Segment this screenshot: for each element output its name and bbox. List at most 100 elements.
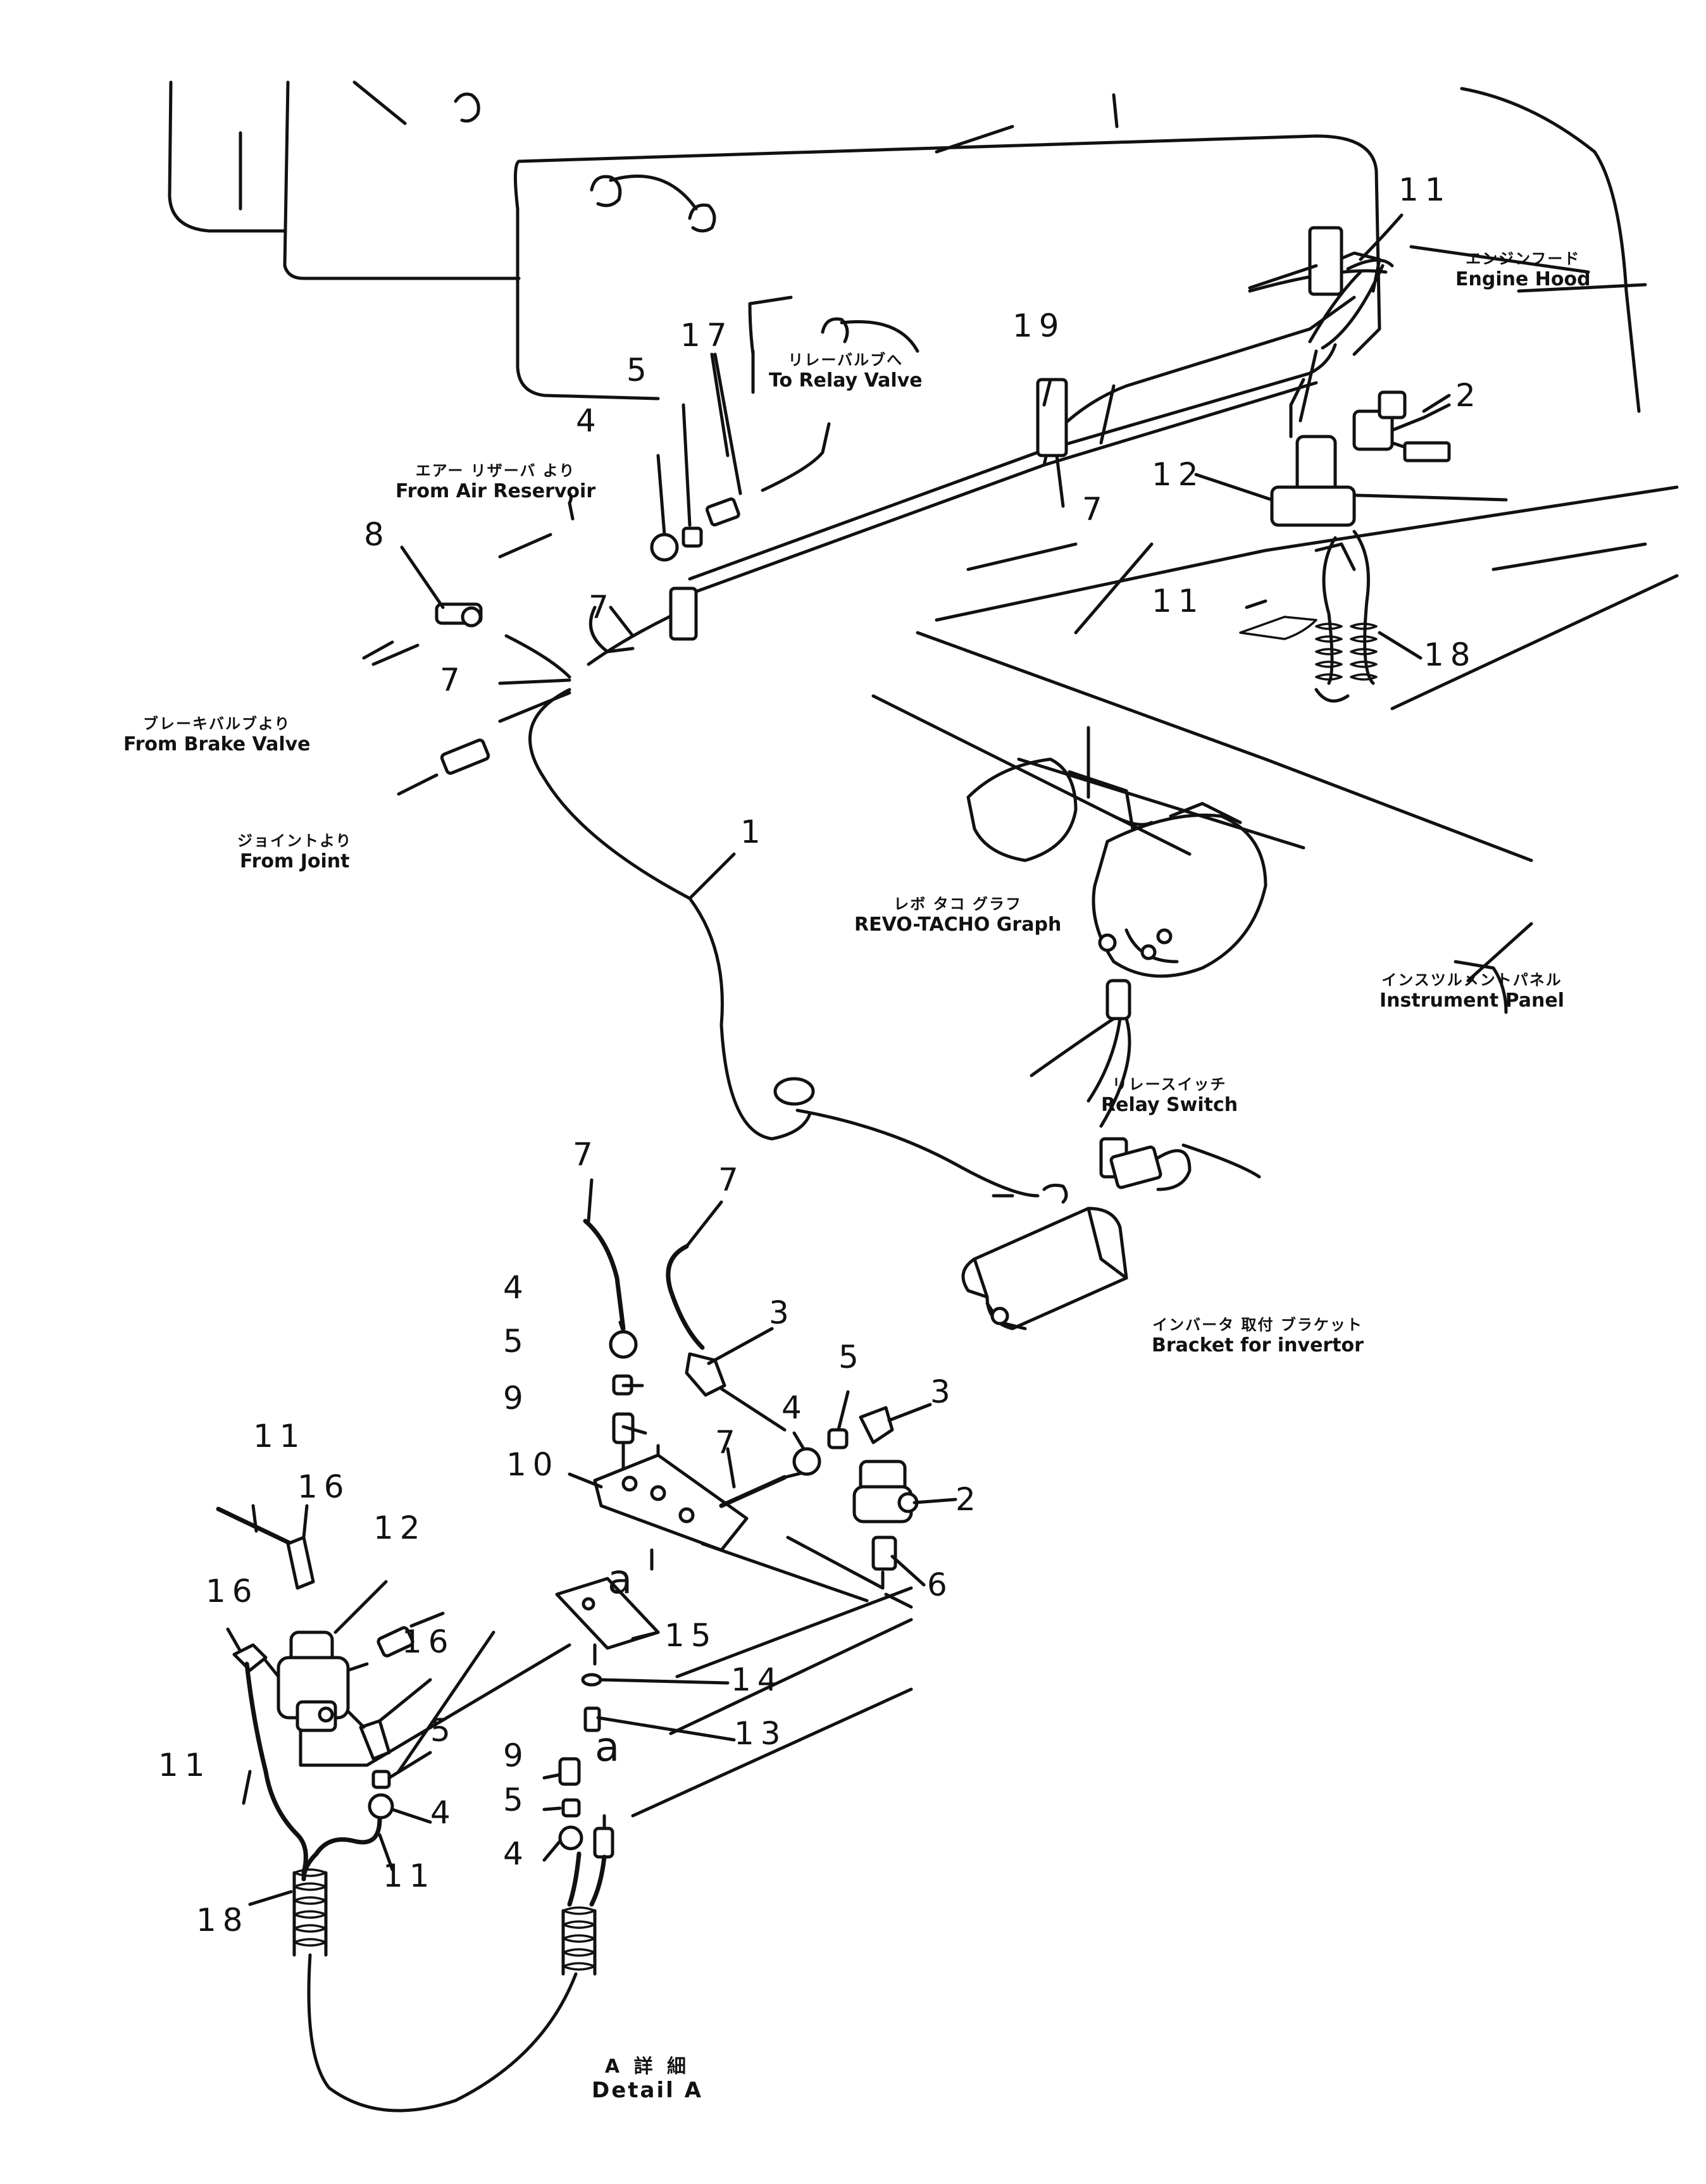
callout-8: 8 <box>364 516 390 553</box>
callout-4-d3: 4 <box>430 1794 457 1831</box>
callout-16-d3: 16 <box>402 1623 455 1660</box>
detail-hose-7a <box>583 1219 626 1331</box>
relay-switch <box>1099 1137 1261 1191</box>
label-revo-tacho-jp: レボ タコ グラフ <box>893 895 1023 913</box>
cab-outline <box>168 80 521 280</box>
callout-7-top: 7 <box>1082 491 1109 528</box>
label-relay-switch: リレースイッチ Relay Switch <box>1101 1076 1238 1117</box>
hood-fold <box>1239 616 1317 640</box>
callout-3-d2: 3 <box>930 1374 957 1410</box>
detail-elbow-3a <box>685 1352 726 1397</box>
callout-18-top: 18 <box>1424 636 1477 673</box>
coiled-hose-18-top <box>1314 623 1378 703</box>
detail-nut-4a <box>609 1330 638 1359</box>
clip-19 <box>1036 378 1068 457</box>
detail-hose-11b <box>244 1661 308 1875</box>
detail-valve-2 <box>852 1460 919 1523</box>
callout-12-detail: 12 <box>373 1510 426 1546</box>
callout-11-d3: 11 <box>383 1858 436 1894</box>
callout-18-detail: 18 <box>196 1902 249 1939</box>
callout-15: 15 <box>664 1617 718 1654</box>
label-invertor-bracket-en: Bracket for invertor <box>1152 1334 1364 1356</box>
callout-10: 10 <box>506 1446 559 1483</box>
detail-nut-4c <box>368 1793 394 1820</box>
label-relay-valve-en: To Relay Valve <box>769 369 923 392</box>
callout-11-d1: 11 <box>253 1418 306 1455</box>
label-air-reservoir-jp: エアー リザーバ より <box>415 462 576 480</box>
callout-a-bottom: a <box>595 1724 626 1771</box>
label-relay-valve: リレーバルブへ To Relay Valve <box>769 351 923 392</box>
detail-elbow-16a <box>286 1536 315 1590</box>
detail-sleeve-5b <box>827 1428 849 1449</box>
detail-hose-7b <box>666 1244 705 1350</box>
detail-washer-14 <box>581 1673 602 1687</box>
clip-hood <box>1308 226 1343 296</box>
panel-edge <box>1454 960 1508 1014</box>
revo-tacho-graph <box>966 726 1267 1128</box>
callout-1: 1 <box>740 814 767 850</box>
detail-leader-12 <box>365 1643 571 1767</box>
detail-leader-15 <box>397 1630 495 1773</box>
sleeve-5-top <box>682 526 703 548</box>
callout-19: 19 <box>1012 307 1066 344</box>
label-relay-valve-jp: リレーバルブへ <box>788 351 904 369</box>
tee-8 <box>362 602 483 666</box>
detail-sleeve-5c <box>371 1770 391 1789</box>
detail-leader-6 <box>786 1536 885 1590</box>
detail-16c-link <box>346 1709 366 1729</box>
label-brake-valve-en: From Brake Valve <box>123 733 311 755</box>
detail-leader-14 <box>675 1586 913 1678</box>
callout-3-d1: 3 <box>769 1294 795 1331</box>
callout-11-mid: 11 <box>1152 583 1205 619</box>
detail-bracket-hole <box>582 1597 595 1611</box>
callout-4-d2: 4 <box>781 1389 808 1426</box>
tube-air-res-end <box>568 492 575 521</box>
label-joint-en: From Joint <box>240 850 350 872</box>
detail-16b-link <box>264 1659 280 1678</box>
label-revo-tacho-en: REVO-TACHO Graph <box>854 913 1062 936</box>
detail-plate-hole3 <box>678 1507 695 1523</box>
clip-left <box>669 586 698 641</box>
label-invertor-bracket-jp: インバータ 取付 ブラケット <box>1152 1316 1363 1334</box>
solenoid-valve-12-top <box>1270 378 1451 685</box>
detail-leader-13 <box>669 1618 913 1735</box>
tube-bundle <box>587 251 1394 666</box>
callout-2-top: 2 <box>1455 377 1482 414</box>
detail-right-stack <box>558 1757 614 1907</box>
label-instrument-panel-jp: インスツルメントパネル <box>1381 971 1562 989</box>
callout-4-top: 4 <box>576 402 602 439</box>
label-detail-a: A 詳 細 Detail A <box>592 2056 703 2103</box>
fuel-tank-outline <box>513 87 1679 862</box>
nut-4-top <box>650 533 679 562</box>
callout-13: 13 <box>734 1715 787 1752</box>
label-brake-valve: ブレーキバルブより From Brake Valve <box>123 715 311 756</box>
detail-3a-leader <box>719 1387 787 1432</box>
label-invertor-bracket: インバータ 取付 ブラケット Bracket for invertor <box>1152 1316 1364 1357</box>
callout-5-top: 5 <box>626 352 653 388</box>
label-relay-switch-jp: リレースイッチ <box>1112 1076 1227 1093</box>
detail-plate-hole1 <box>621 1475 638 1492</box>
label-joint-jp: ジョイントより <box>237 832 352 850</box>
hose-7a <box>588 605 635 654</box>
fitting-17 <box>705 422 831 527</box>
callout-5-d1: 5 <box>503 1323 530 1360</box>
detail-nut-4b <box>792 1447 821 1476</box>
grommet <box>773 1077 815 1106</box>
invertor-bracket <box>961 1183 1128 1331</box>
tube-air-res <box>498 533 552 559</box>
hood-plate <box>1248 264 1318 290</box>
detail-hose-loop <box>307 1953 578 2113</box>
detail-coil-18a <box>292 1868 328 1957</box>
detail-elbow-3b <box>859 1406 894 1444</box>
label-joint: ジョイントより From Joint <box>237 832 352 873</box>
callout-16-d1: 16 <box>297 1468 351 1505</box>
callout-9-d2: 9 <box>503 1737 530 1774</box>
label-engine-hood-en: Engine Hood <box>1455 268 1591 290</box>
label-detail-a-en: Detail A <box>592 2077 703 2103</box>
label-revo-tacho: レボ タコ グラフ REVO-TACHO Graph <box>854 895 1061 936</box>
callout-17: 17 <box>680 317 733 354</box>
callout-6: 6 <box>927 1567 954 1603</box>
callout-4-d1: 4 <box>503 1269 530 1306</box>
